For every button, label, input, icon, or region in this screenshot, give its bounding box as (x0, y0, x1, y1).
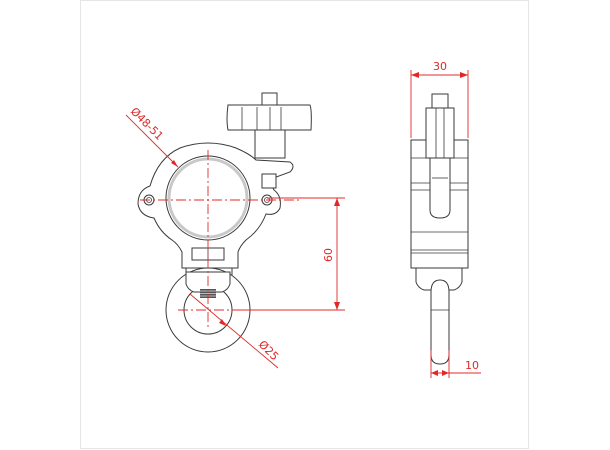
knob-shaft (254, 127, 286, 159)
side-neck (415, 267, 463, 291)
dim-label-tube-diameter: Ø48-51 (128, 105, 166, 143)
knob-handle (226, 104, 312, 131)
latch-stem (261, 173, 277, 189)
dim-eye-thickness: 10 (430, 350, 481, 378)
dim-label-eye-diameter: Ø25 (256, 338, 281, 363)
side-knob-pin (431, 93, 449, 109)
dim-label-width: 30 (433, 60, 447, 73)
front-view (137, 92, 312, 353)
dim-width: 30 (410, 60, 469, 138)
side-knob (425, 107, 455, 159)
knob-pin (261, 92, 278, 106)
dim-center-distance: 60 (240, 197, 345, 311)
dim-label-eye-thickness: 10 (465, 359, 479, 372)
side-latch (429, 157, 451, 219)
dim-label-center-distance: 60 (322, 248, 335, 262)
side-eye-bolt (430, 279, 450, 365)
side-view (410, 93, 469, 365)
